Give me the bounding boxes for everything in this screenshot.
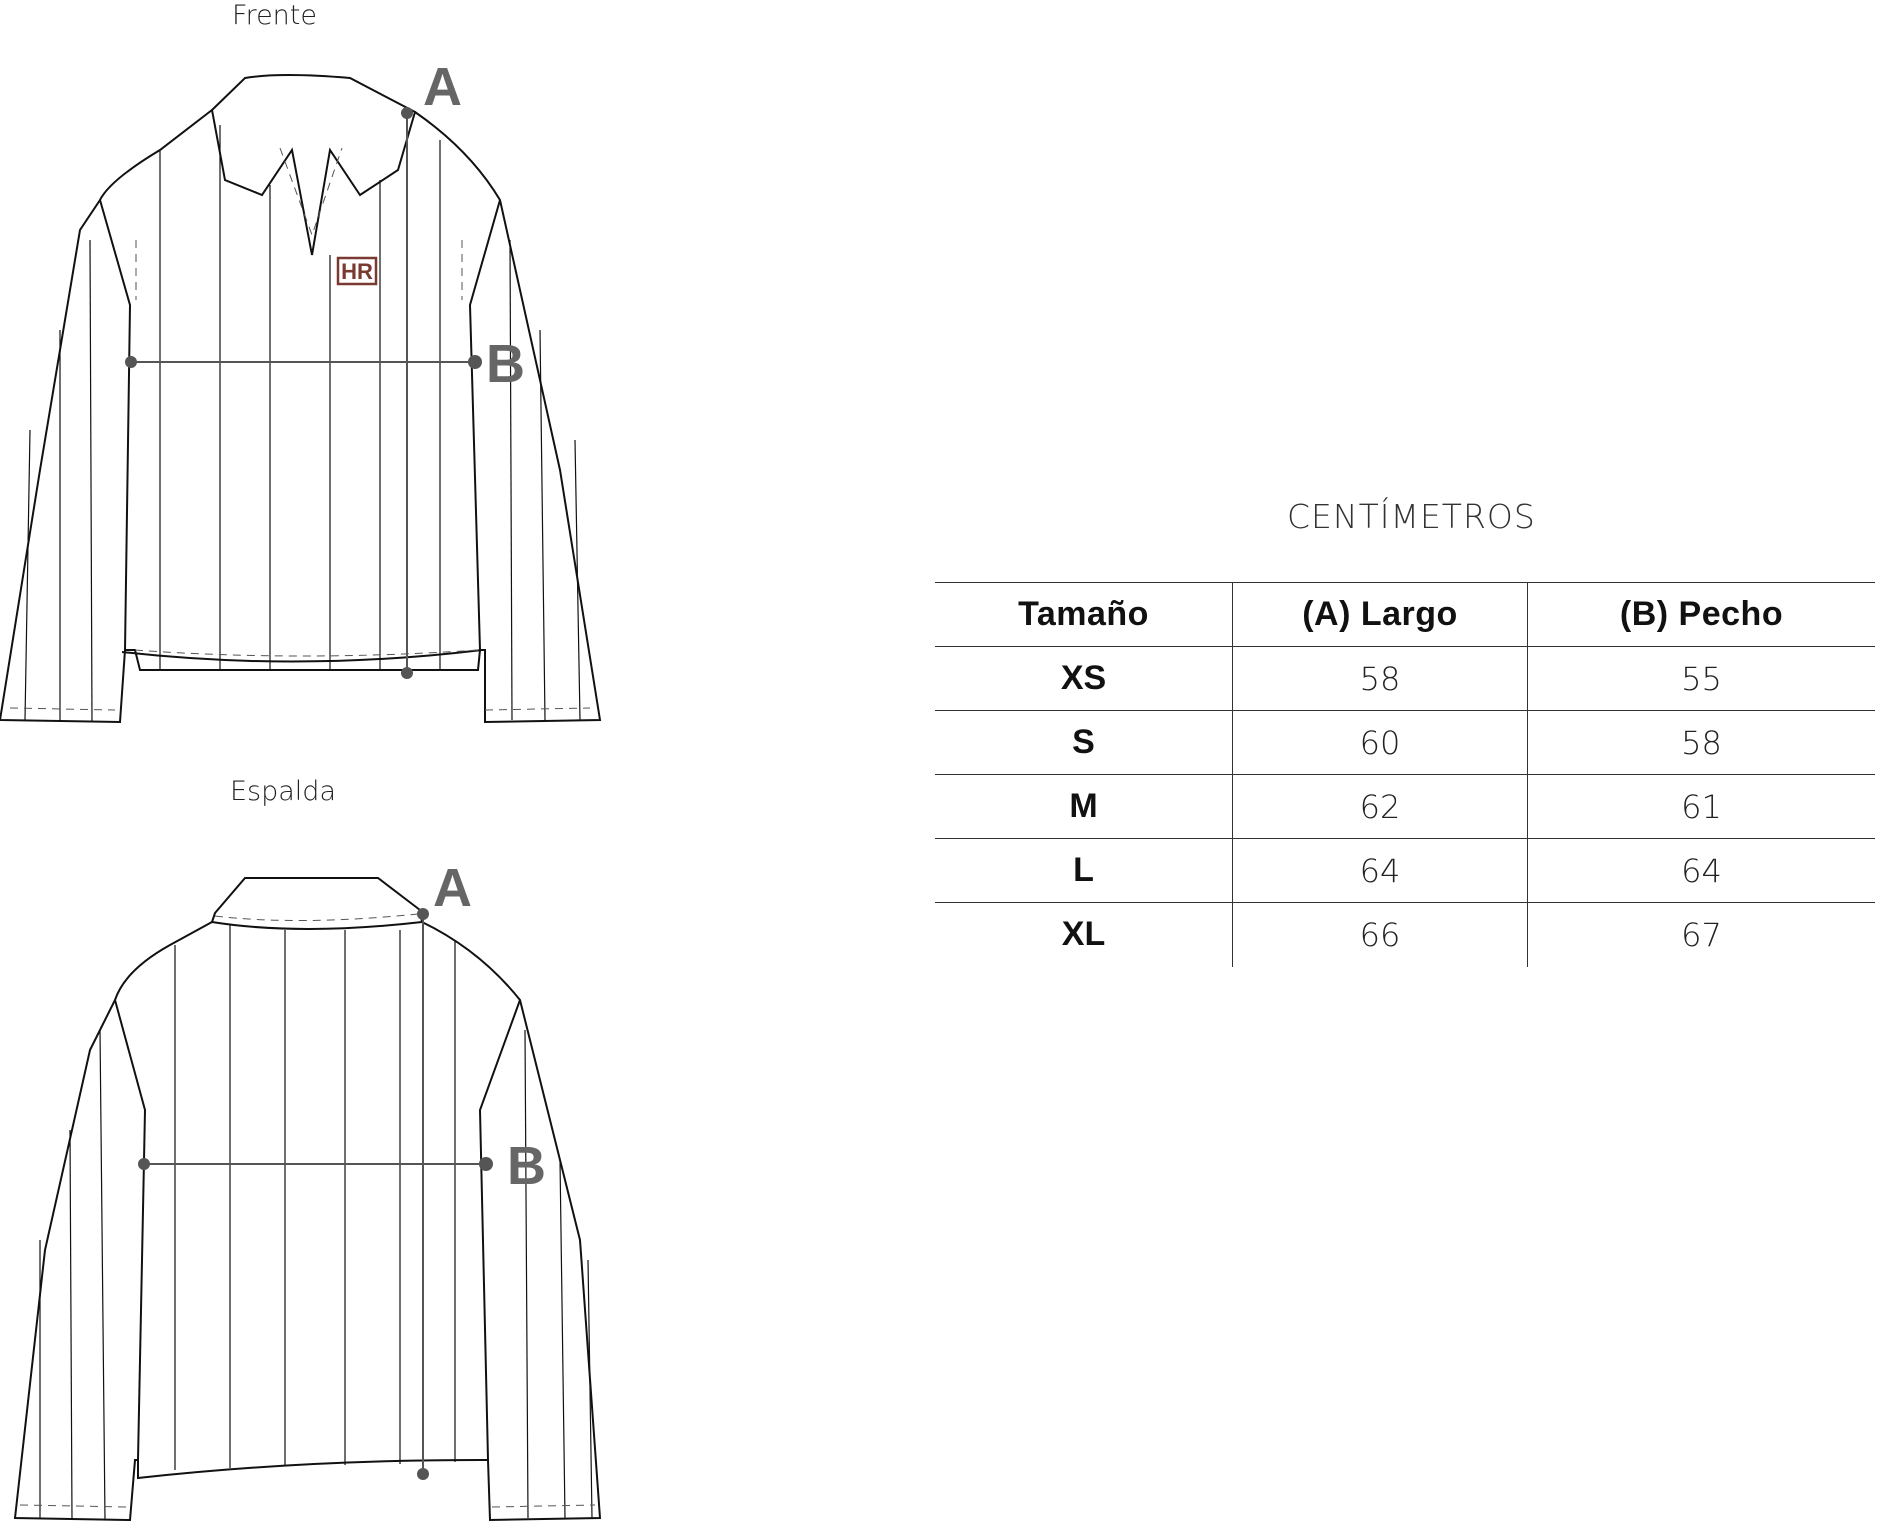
size-cell: S: [935, 710, 1233, 775]
table-row: M 62 61: [935, 774, 1875, 839]
length-cell: 66: [1232, 902, 1528, 967]
chest-cell: 55: [1527, 646, 1875, 711]
size-cell: XS: [935, 646, 1233, 711]
table-row: XL 66 67: [935, 902, 1875, 967]
front-view-label: Frente: [232, 0, 317, 31]
chest-cell: 67: [1527, 902, 1875, 967]
header-length: (A) Largo: [1232, 582, 1528, 647]
back-view-label: Espalda: [230, 776, 336, 807]
length-cell: 58: [1232, 646, 1528, 711]
length-cell: 62: [1232, 774, 1528, 839]
logo-mark: HR: [341, 259, 373, 284]
chest-cell: 58: [1527, 710, 1875, 775]
marker-b-front: B: [486, 334, 525, 394]
back-garment-sketch: A B: [13, 858, 602, 1522]
length-cell: 60: [1232, 710, 1528, 775]
chest-cell: 64: [1527, 838, 1875, 903]
units-label: CENTÍMETROS: [1287, 497, 1536, 536]
marker-a-front: A: [423, 57, 462, 117]
marker-b-back: B: [507, 1136, 546, 1196]
size-cell: M: [935, 774, 1233, 839]
chest-cell: 61: [1527, 774, 1875, 839]
table-header-row: Tamaño (A) Largo (B) Pecho: [935, 582, 1875, 647]
table-row: L 64 64: [935, 838, 1875, 903]
front-garment-sketch: HR A B: [0, 57, 602, 724]
size-cell: L: [935, 838, 1233, 903]
table-row: S 60 58: [935, 710, 1875, 775]
header-size: Tamaño: [935, 582, 1233, 647]
table-row: XS 58 55: [935, 646, 1875, 711]
size-cell: XL: [1061, 915, 1106, 954]
length-cell: 64: [1232, 838, 1528, 903]
size-table: Tamaño (A) Largo (B) Pecho XS 58 55 S 60…: [935, 582, 1875, 967]
marker-a-back: A: [433, 858, 472, 918]
header-chest: (B) Pecho: [1527, 582, 1875, 647]
